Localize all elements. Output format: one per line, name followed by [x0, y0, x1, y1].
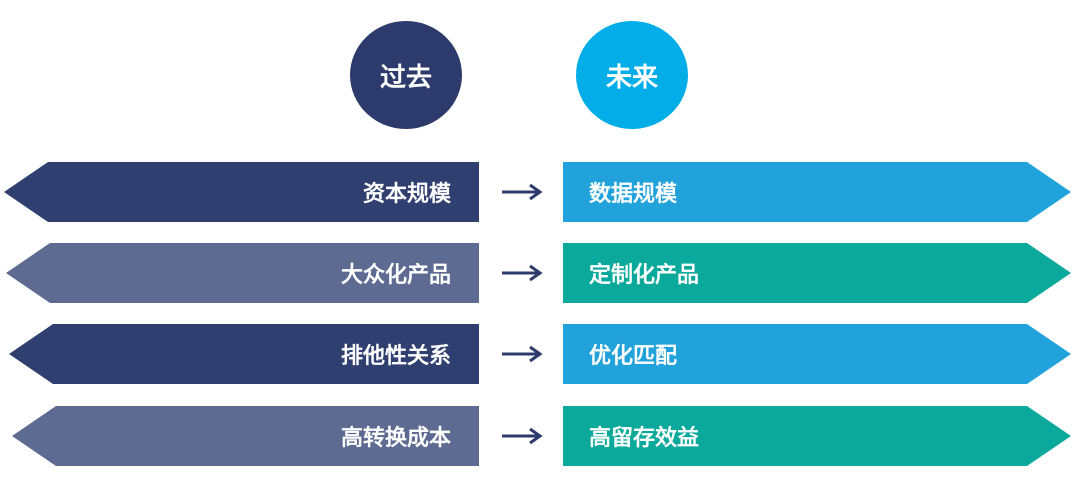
past-label-2: 大众化产品: [340, 263, 451, 288]
future-arrow-2: 定制化产品: [563, 243, 1071, 303]
past-arrow-1: 资本规模: [4, 162, 479, 222]
right-arrow-icon: [502, 345, 543, 363]
past-label-3: 排他性关系: [340, 344, 451, 369]
future-label-3: 优化匹配: [589, 344, 678, 369]
past-header-label: 过去: [379, 62, 432, 93]
past-label-1: 资本规模: [362, 182, 451, 207]
future-label-2: 定制化产品: [589, 263, 700, 288]
future-label-4: 高留存效益: [589, 426, 700, 451]
future-label-1: 数据规模: [589, 182, 678, 207]
past-arrow-4: 高转换成本: [12, 406, 479, 466]
past-label-4: 高转换成本: [340, 426, 451, 451]
right-arrow-icon: [502, 264, 543, 282]
future-circle: 未来: [576, 21, 688, 129]
future-arrow-3: 优化匹配: [563, 324, 1071, 384]
past-circle: 过去: [350, 21, 462, 129]
future-header-label: 未来: [605, 62, 658, 93]
future-arrow-1: 数据规模: [563, 162, 1071, 222]
past-arrow-3: 排他性关系: [9, 324, 479, 384]
past-arrow-2: 大众化产品: [6, 243, 479, 303]
right-arrow-icon: [502, 427, 543, 445]
future-arrow-4: 高留存效益: [563, 406, 1071, 466]
right-arrow-icon: [502, 183, 543, 201]
